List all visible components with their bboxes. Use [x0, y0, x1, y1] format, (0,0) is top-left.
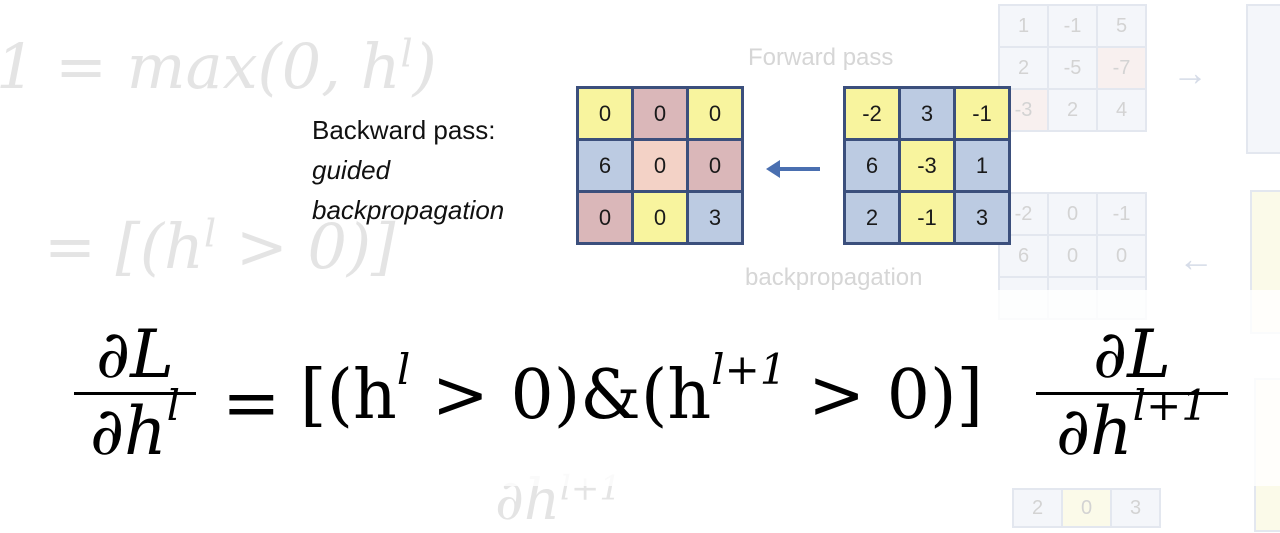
input-grid-cell: -2 [846, 89, 898, 138]
caption-line-guided: guided [312, 155, 391, 185]
input-grid-cell: 2 [846, 193, 898, 242]
ghost-grid-cell: 0 [1063, 490, 1110, 526]
ghost-grid-cell: 2 [1049, 90, 1096, 130]
rhs-fraction: ∂L ∂hl+1 [1036, 318, 1228, 469]
output-grid-cell: 3 [689, 193, 741, 242]
output-grid-cell: 0 [579, 193, 631, 242]
ghost-grid-cell: 0 [1098, 236, 1145, 276]
output-grid-cell: 0 [634, 193, 686, 242]
ghost-label-forward-pass: Forward pass [748, 44, 894, 71]
ghost-equation-backprop: = [(hl > 0)] [44, 210, 396, 283]
output-grid-cell: 0 [579, 89, 631, 138]
ghost-grid-cell: 0 [1049, 236, 1096, 276]
ghost-grid-cell: -1 [1049, 6, 1096, 46]
rhs-denominator: ∂hl+1 [1056, 381, 1208, 470]
caption-line-backpropagation: backpropagation [312, 195, 505, 225]
output-grid-cell: 0 [634, 141, 686, 190]
ghost-grid-cell: -7 [1098, 48, 1145, 88]
backward-pass-caption: Backward pass: guided backpropagation [312, 110, 504, 230]
ghost-grid-cell: 1 [1000, 6, 1047, 46]
lhs-numerator: ∂L [96, 316, 174, 393]
output-grid-cell: 0 [689, 141, 741, 190]
ghost-grid-cell: 2 [1000, 48, 1047, 88]
input-grid-cell: -1 [956, 89, 1008, 138]
caption-line-backward-pass: Backward pass: [312, 115, 496, 145]
input-grid-cell: 6 [846, 141, 898, 190]
ghost-label-backpropagation: backpropagation [745, 264, 923, 291]
lhs-fraction: ∂L ∂hl [74, 318, 196, 469]
ghost-grid-cell: -5 [1049, 48, 1096, 88]
ghost-arrow-left-icon: ← [1178, 238, 1214, 279]
ghost-grid-cell: 4 [1098, 90, 1145, 130]
ghost-equation-relu: 1 = max(0, hl) [0, 30, 437, 103]
ghost-grid-cell: -1 [1098, 194, 1145, 234]
arrow-left-icon [766, 160, 820, 178]
equation-band [0, 290, 1280, 486]
ghost-grid-cell: 0 [1049, 194, 1096, 234]
output-grid-cell: 6 [579, 141, 631, 190]
output-grid-cell: 0 [689, 89, 741, 138]
ghost-grid-cell: 3 [1112, 490, 1159, 526]
ghost-grid-cell: 5 [1098, 6, 1145, 46]
input-grid-cell: -3 [901, 141, 953, 190]
lhs-denominator: ∂hl [89, 381, 181, 470]
input-grid-cell: 3 [956, 193, 1008, 242]
rhs-fraction-bar [1036, 392, 1228, 395]
input-grid-cell: -1 [901, 193, 953, 242]
ghost-grid-cell: 2 [1014, 490, 1061, 526]
input-grid-cell: 3 [901, 89, 953, 138]
lhs-fraction-bar [74, 392, 196, 395]
rhs-numerator: ∂L [1093, 316, 1171, 393]
output-grid-cell: 0 [634, 89, 686, 138]
ghost-grid-edge-top [1246, 4, 1280, 154]
equals-sign: = [222, 362, 281, 444]
ghost-arrow-right-icon: → [1172, 52, 1208, 93]
input-grid-cell: 1 [956, 141, 1008, 190]
indicator-expression: [(hl > 0)&(hl+1 > 0)] [300, 345, 984, 436]
